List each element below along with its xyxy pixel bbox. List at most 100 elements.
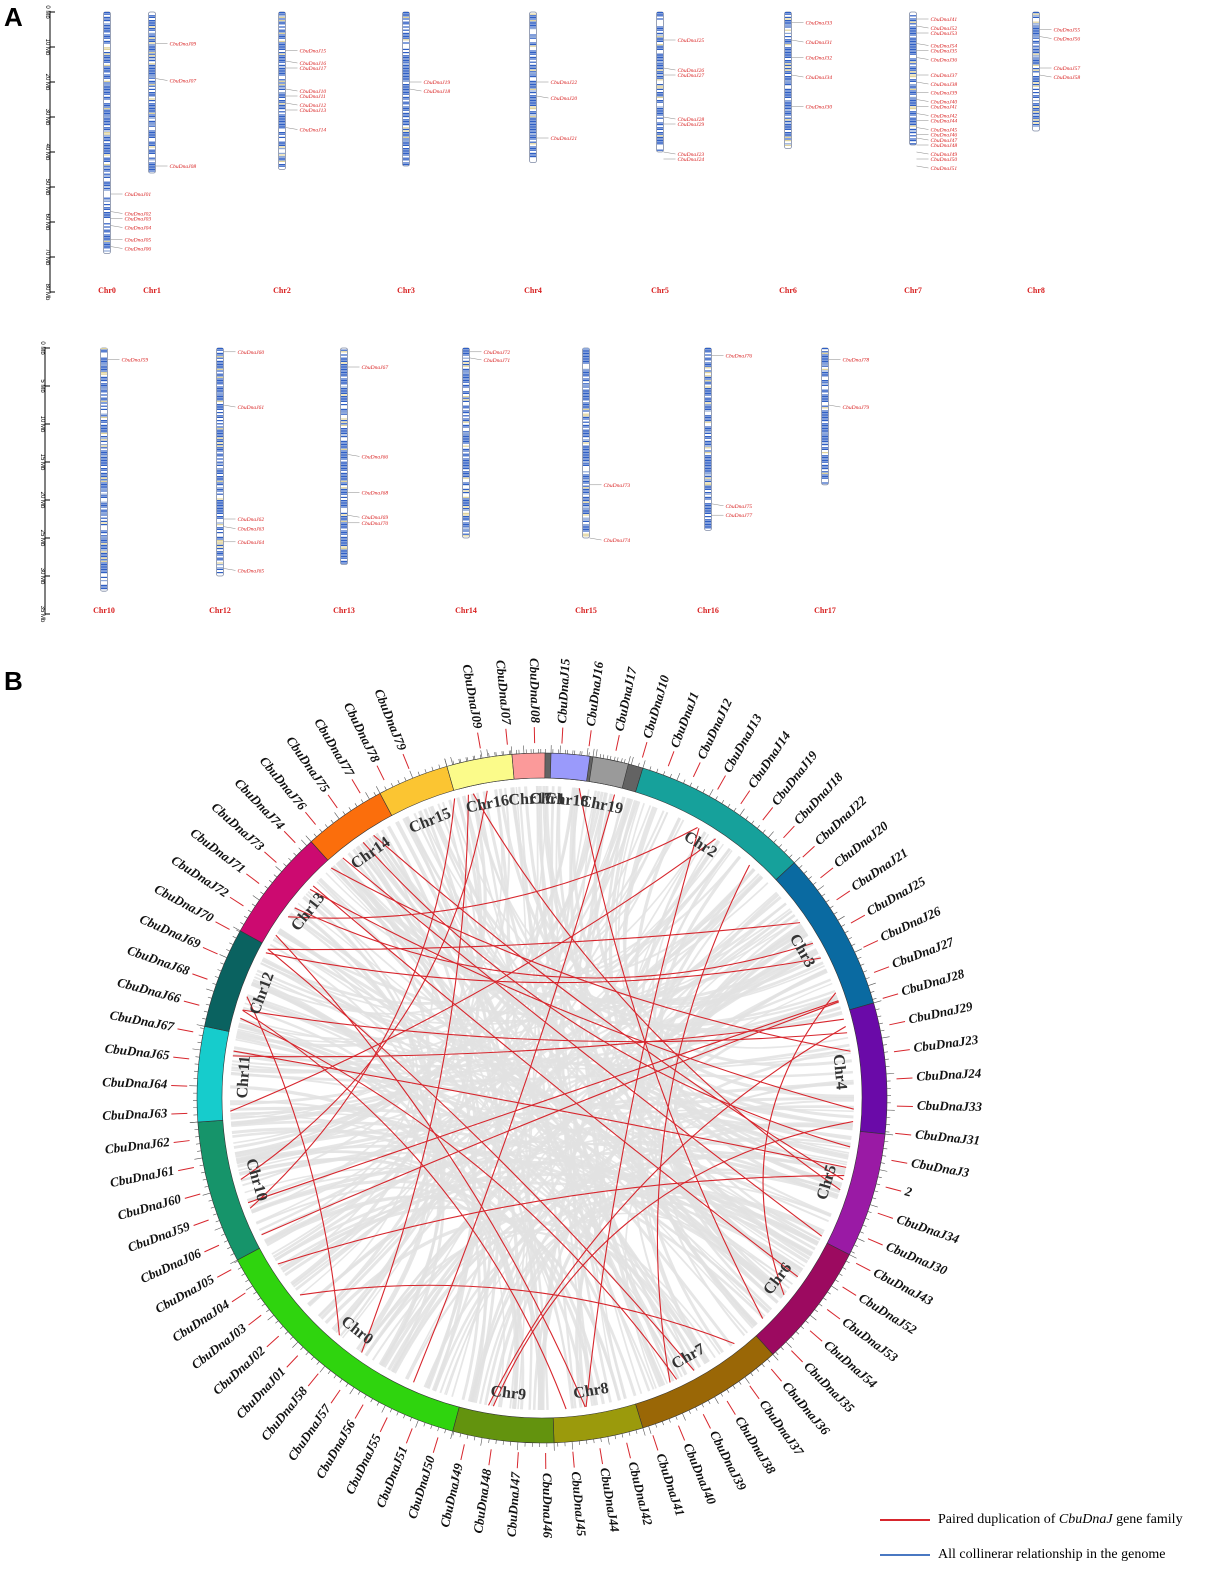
density-band <box>217 559 223 561</box>
density-band <box>341 362 347 364</box>
segment-tick <box>364 1394 367 1399</box>
gene-marker <box>882 993 899 999</box>
density-band <box>341 360 347 362</box>
density-band <box>341 560 347 562</box>
density-band <box>822 471 828 473</box>
segment-tick <box>863 970 868 973</box>
density-band <box>101 386 107 388</box>
density-band <box>403 93 409 95</box>
chromosome-label: Chr1 <box>143 286 161 295</box>
density-band <box>101 460 107 462</box>
density-band <box>1033 23 1039 25</box>
density-band <box>279 141 285 143</box>
density-band <box>341 493 347 495</box>
density-band <box>463 431 469 433</box>
segment-tick <box>197 1041 202 1044</box>
density-band <box>403 87 409 89</box>
density-band <box>341 554 347 556</box>
density-band <box>217 461 223 463</box>
density-band <box>101 349 107 351</box>
gene-leader-line <box>223 404 236 408</box>
density-band <box>910 21 916 23</box>
density-band <box>657 136 663 138</box>
density-band <box>785 42 791 44</box>
duplication-link <box>261 1001 839 1236</box>
segment-tick <box>877 1015 882 1018</box>
density-band <box>583 413 589 415</box>
density-band <box>705 432 711 434</box>
density-band <box>149 132 155 134</box>
density-band <box>217 445 223 447</box>
density-band <box>705 520 711 522</box>
density-band <box>1033 28 1039 30</box>
density-band <box>217 392 223 394</box>
density-band <box>101 501 107 503</box>
segment-tick <box>784 849 788 853</box>
density-band <box>341 492 347 494</box>
density-band <box>910 66 916 68</box>
scale-tick-label: 80 Mb <box>44 284 50 301</box>
density-band <box>341 397 347 399</box>
density-band <box>463 357 469 359</box>
density-band <box>657 76 663 78</box>
segment-tick <box>778 844 783 848</box>
density-band <box>705 357 711 359</box>
density-band <box>279 53 285 55</box>
density-band <box>657 61 663 63</box>
density-band <box>785 63 791 65</box>
gene-leader-line <box>409 88 422 92</box>
density-band <box>101 368 107 370</box>
density-band <box>785 18 791 20</box>
density-band <box>101 359 107 361</box>
circos-gene-label: CbuDnaJ10 <box>639 673 672 740</box>
density-band <box>657 124 663 126</box>
density-band <box>104 159 110 161</box>
segment-tick <box>342 811 346 815</box>
density-band <box>341 463 347 465</box>
density-band <box>530 130 536 132</box>
collinear-link <box>293 907 438 1352</box>
collinear-link <box>673 932 811 1260</box>
gene-marker <box>850 914 866 924</box>
density-band <box>149 143 155 145</box>
density-band <box>463 503 469 505</box>
gene-label: CbuDnaJ51 <box>931 166 958 172</box>
segment-tick <box>714 1396 719 1404</box>
density-band <box>403 76 409 78</box>
density-band <box>705 420 711 422</box>
density-band <box>583 421 589 423</box>
density-band <box>822 348 828 350</box>
density-band <box>104 212 110 214</box>
gene-label: CbuDnaJ69 <box>362 515 389 521</box>
density-band <box>341 544 347 546</box>
segment-tick <box>841 924 845 927</box>
density-band <box>657 96 663 98</box>
density-band <box>341 557 347 559</box>
density-band <box>785 24 791 26</box>
density-band <box>149 36 155 38</box>
density-band <box>403 39 409 41</box>
density-band <box>583 360 589 362</box>
gene-marker <box>867 1238 883 1246</box>
density-band <box>217 527 223 529</box>
density-band <box>149 74 155 76</box>
segment-tick <box>870 991 875 993</box>
density-band <box>149 133 155 135</box>
density-band <box>341 525 347 527</box>
density-band <box>822 391 828 393</box>
gene-marker <box>572 1451 575 1468</box>
density-band <box>104 170 110 172</box>
density-band <box>657 84 663 86</box>
segment-tick <box>253 1291 257 1295</box>
density-band <box>341 391 347 393</box>
density-band <box>785 77 791 79</box>
density-band <box>705 464 711 466</box>
density-band <box>101 416 107 418</box>
density-band <box>530 68 536 70</box>
density-band <box>463 400 469 402</box>
density-band <box>403 151 409 153</box>
density-band <box>101 495 107 497</box>
density-band <box>1033 112 1039 114</box>
density-band <box>341 530 347 532</box>
segment-tick <box>437 1427 440 1432</box>
